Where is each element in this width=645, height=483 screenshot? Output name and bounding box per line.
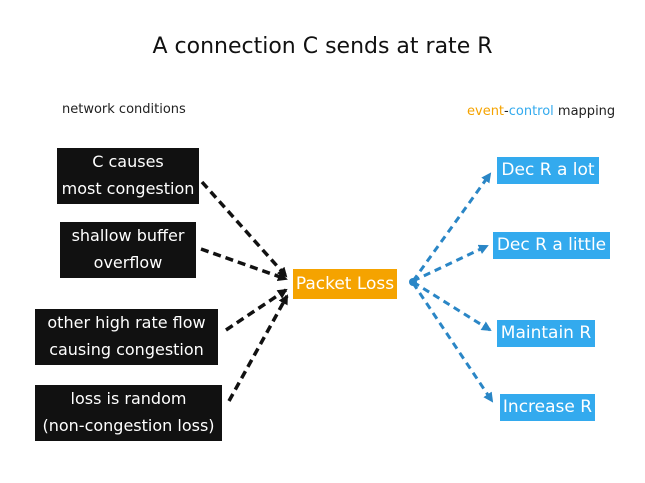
mapping-event-word: event xyxy=(467,104,505,119)
condition-4-line1: loss is random xyxy=(70,389,187,408)
arrow-control-4 xyxy=(411,282,494,403)
condition-box-3: other high rate flow causing congestion xyxy=(35,309,218,365)
arrow-control-2 xyxy=(412,244,489,283)
control-box-dec-r-a-lot: Dec R a lot xyxy=(497,157,599,184)
mapping-control-word: control xyxy=(508,104,554,119)
condition-3-line2: causing congestion xyxy=(49,340,204,359)
condition-box-2: shallow buffer overflow xyxy=(60,222,196,278)
mapping-rest: mapping xyxy=(553,104,616,119)
arrow-condition-2 xyxy=(200,247,288,282)
condition-1-line1: C causes xyxy=(92,152,164,171)
event-control-mapping-label: event-control mapping xyxy=(467,104,615,119)
arrow-control-3 xyxy=(412,280,492,332)
control-box-dec-r-a-little: Dec R a little xyxy=(493,232,610,259)
arrow-control-1 xyxy=(411,172,492,282)
condition-box-1: C causes most congestion xyxy=(57,148,199,204)
diagram-title: A connection C sends at rate R xyxy=(152,34,493,59)
fanout-dot xyxy=(409,278,417,286)
arrow-condition-1 xyxy=(200,180,288,278)
condition-3-line1: other high rate flow xyxy=(47,313,206,332)
arrow-condition-3 xyxy=(225,288,288,332)
event-packet-loss-box: Packet Loss xyxy=(293,269,397,299)
arrow-condition-4 xyxy=(227,294,289,402)
condition-box-4: loss is random (non-congestion loss) xyxy=(35,385,222,441)
control-box-increase-r: Increase R xyxy=(500,394,595,421)
condition-1-line2: most congestion xyxy=(61,179,195,198)
network-conditions-label: network conditions xyxy=(62,102,186,117)
condition-4-line2: (non-congestion loss) xyxy=(42,416,215,435)
condition-2-line1: shallow buffer xyxy=(71,226,185,245)
mapping-dash: - xyxy=(504,104,509,119)
control-box-maintain-r: Maintain R xyxy=(497,320,595,347)
condition-2-line2: overflow xyxy=(93,253,163,272)
